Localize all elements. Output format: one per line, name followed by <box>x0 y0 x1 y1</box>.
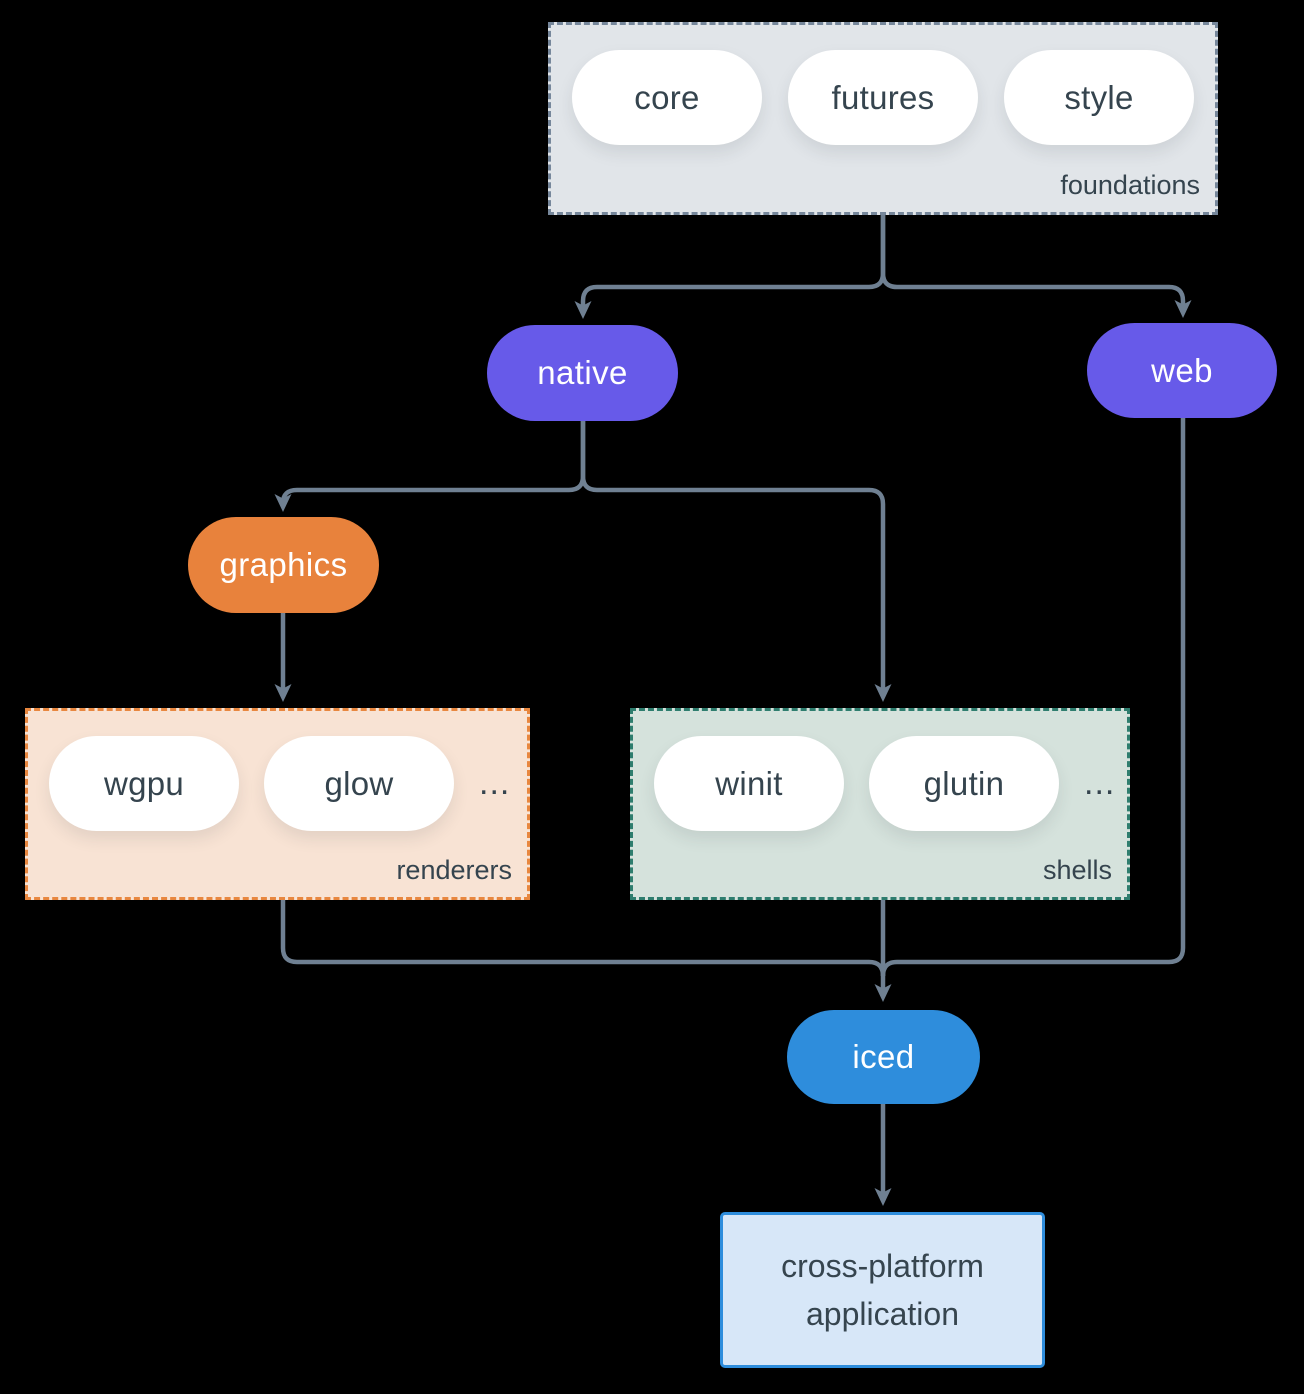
node-core-label: core <box>634 78 700 116</box>
renderers-group-label: renderers <box>396 855 512 885</box>
node-web: web <box>1087 323 1277 418</box>
node-iced: iced <box>787 1010 980 1104</box>
node-native: native <box>487 325 678 421</box>
renderers-ellipsis: ... <box>479 764 511 802</box>
shells-group: winit glutin ... shells <box>630 708 1130 900</box>
application-label-line2: application <box>806 1296 959 1332</box>
shells-group-label: shells <box>1042 855 1112 885</box>
node-winit-label: winit <box>715 764 783 802</box>
edge-native-shells <box>580 420 892 702</box>
edge-native-graphics <box>274 420 586 512</box>
node-futures: futures <box>788 50 978 145</box>
node-graphics-label: graphics <box>219 546 348 583</box>
node-winit: winit <box>654 736 844 831</box>
node-native-label: native <box>537 354 628 391</box>
node-graphics: graphics <box>188 517 379 613</box>
edge-foundations-native <box>574 215 886 319</box>
edge-renderers-merge <box>280 900 886 977</box>
node-style-label: style <box>1064 78 1134 116</box>
node-iced-label: iced <box>852 1038 915 1075</box>
edge-foundations-web <box>880 215 1192 318</box>
renderers-pill-row: wgpu glow ... <box>49 736 510 831</box>
foundations-pill-row: core futures style <box>572 50 1194 145</box>
node-futures-label: futures <box>831 78 935 116</box>
node-wgpu-label: wgpu <box>103 764 185 802</box>
node-core: core <box>572 50 762 145</box>
node-style: style <box>1004 50 1194 145</box>
shells-ellipsis: ... <box>1084 764 1116 802</box>
node-glutin-label: glutin <box>923 764 1005 802</box>
foundations-group: core futures style foundations <box>548 22 1218 215</box>
node-glutin: glutin <box>869 736 1059 831</box>
foundations-group-label: foundations <box>1060 170 1200 200</box>
application-label-line1: cross-platform <box>781 1248 984 1284</box>
node-web-label: web <box>1151 351 1213 389</box>
node-glow: glow <box>264 736 454 831</box>
shells-pill-row: winit glutin ... <box>654 736 1115 831</box>
node-wgpu: wgpu <box>49 736 239 831</box>
renderers-group: wgpu glow ... renderers <box>25 708 530 900</box>
node-glow-label: glow <box>324 764 394 802</box>
application-box: cross-platform application <box>720 1212 1045 1368</box>
